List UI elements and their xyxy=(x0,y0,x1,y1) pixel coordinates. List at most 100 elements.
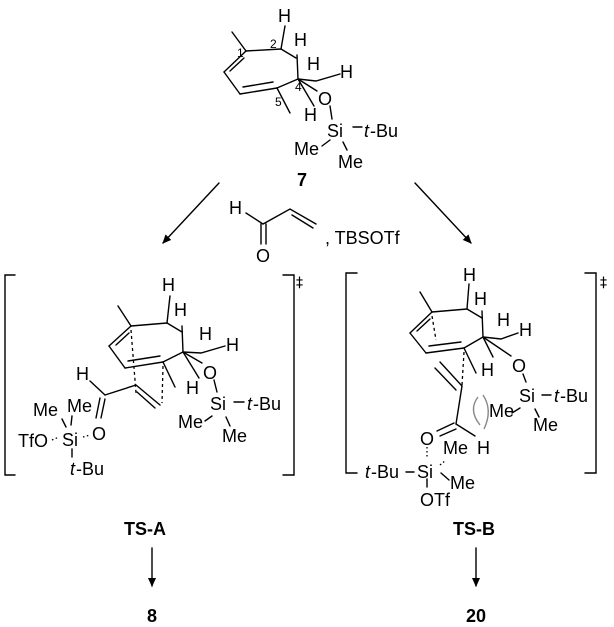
methyl-label: Me xyxy=(294,139,319,159)
double-dagger: ‡ xyxy=(600,275,607,291)
reaction-arrow-left xyxy=(162,182,220,244)
bond xyxy=(182,351,203,364)
bond xyxy=(482,332,519,340)
hydrogen-label: H xyxy=(199,324,212,344)
silicon-label: Si xyxy=(519,386,535,406)
bond xyxy=(428,341,462,347)
tbu-t-label: t xyxy=(247,394,253,414)
reagent-text: , TBSOTf xyxy=(325,228,401,248)
methyl-label: Me xyxy=(450,473,475,493)
tbu-label: -Bu xyxy=(370,121,398,141)
silicon-label: Si xyxy=(417,462,433,482)
bond xyxy=(89,380,106,396)
bond xyxy=(419,291,433,313)
bond xyxy=(124,361,164,369)
methyl-label: Me xyxy=(33,400,58,420)
forming-bond xyxy=(161,365,164,404)
hydrogen-label: H xyxy=(340,62,353,82)
bond xyxy=(297,78,318,92)
product-label: 8 xyxy=(147,606,157,626)
oxygen-label: O xyxy=(420,429,434,449)
ts-label: TS-A xyxy=(124,519,166,539)
reaction-arrow-right xyxy=(414,182,472,244)
bond xyxy=(231,31,247,52)
methyl-label: Me xyxy=(533,415,558,435)
ring-number: 4 xyxy=(295,80,302,94)
methyl-label: Me xyxy=(222,426,247,446)
oxygen-label: O xyxy=(256,246,270,266)
bond xyxy=(440,472,450,481)
bond xyxy=(431,308,468,313)
bond xyxy=(166,322,183,333)
bond xyxy=(229,57,245,72)
bond xyxy=(181,325,184,353)
bond xyxy=(409,332,427,354)
bond xyxy=(482,336,494,358)
methyl-label: Me xyxy=(489,401,514,421)
bond xyxy=(204,415,213,422)
oxygen-label: O xyxy=(318,89,332,109)
oxygen-label: O xyxy=(512,356,526,376)
tbu-label: -Bu xyxy=(371,462,399,482)
hydrogen-label: H xyxy=(497,310,510,330)
hydrogen-label: H xyxy=(519,320,532,340)
bond xyxy=(100,398,106,419)
bond xyxy=(296,54,299,80)
bond xyxy=(511,407,521,414)
bond xyxy=(466,308,483,319)
bond xyxy=(225,416,231,427)
bracket-right xyxy=(584,272,597,474)
bond xyxy=(61,418,67,428)
silicon-label: Si xyxy=(210,394,226,414)
bond xyxy=(245,48,282,52)
bond xyxy=(434,367,457,391)
bond xyxy=(162,351,184,363)
hydrogen-label: H xyxy=(278,6,291,26)
bond xyxy=(439,361,463,387)
bond xyxy=(416,318,431,332)
hydrogen-label: H xyxy=(186,378,199,398)
coordination-bond xyxy=(51,436,60,441)
coordination-bond xyxy=(82,434,91,438)
bond xyxy=(455,423,476,437)
bond xyxy=(166,295,171,324)
hydrogen-label: H xyxy=(474,289,487,309)
bond xyxy=(104,384,161,406)
hydrogen-label: H xyxy=(76,364,89,384)
bond xyxy=(297,78,315,107)
bond xyxy=(182,345,226,354)
bond xyxy=(436,422,455,432)
reagent-acrolein: H O , TBSOTf xyxy=(229,198,401,266)
forming-bond xyxy=(130,329,137,394)
bond xyxy=(463,347,477,374)
bond xyxy=(522,373,527,383)
bond xyxy=(223,50,247,73)
coordination-bond xyxy=(439,459,447,466)
hydrogen-label: H xyxy=(477,438,490,458)
bracket-left xyxy=(345,272,358,474)
methyl-label: Me xyxy=(338,152,363,172)
silicon-label: Si xyxy=(327,121,343,141)
ring-number: 1 xyxy=(237,46,244,60)
ring-number: 2 xyxy=(270,37,277,51)
bond xyxy=(455,385,463,425)
bond xyxy=(409,311,433,334)
hydrogen-label: H xyxy=(463,265,476,285)
triflate-label: TfO xyxy=(18,431,48,451)
bond xyxy=(482,336,512,357)
triflate-label: OTf xyxy=(420,490,451,510)
hydrogen-label: H xyxy=(481,360,494,380)
bond xyxy=(297,73,341,82)
forming-bond xyxy=(461,351,465,386)
bond xyxy=(276,87,291,114)
tbu-t-label: t xyxy=(554,386,560,406)
bond xyxy=(481,310,484,338)
steric-clash-indicator xyxy=(482,394,489,430)
forming-bond xyxy=(431,315,437,341)
hydrogen-label: H xyxy=(307,54,320,74)
bond xyxy=(280,25,286,50)
methyl-label: Me xyxy=(443,438,468,458)
bracket-left xyxy=(4,274,16,476)
product-label: 20 xyxy=(466,606,486,626)
